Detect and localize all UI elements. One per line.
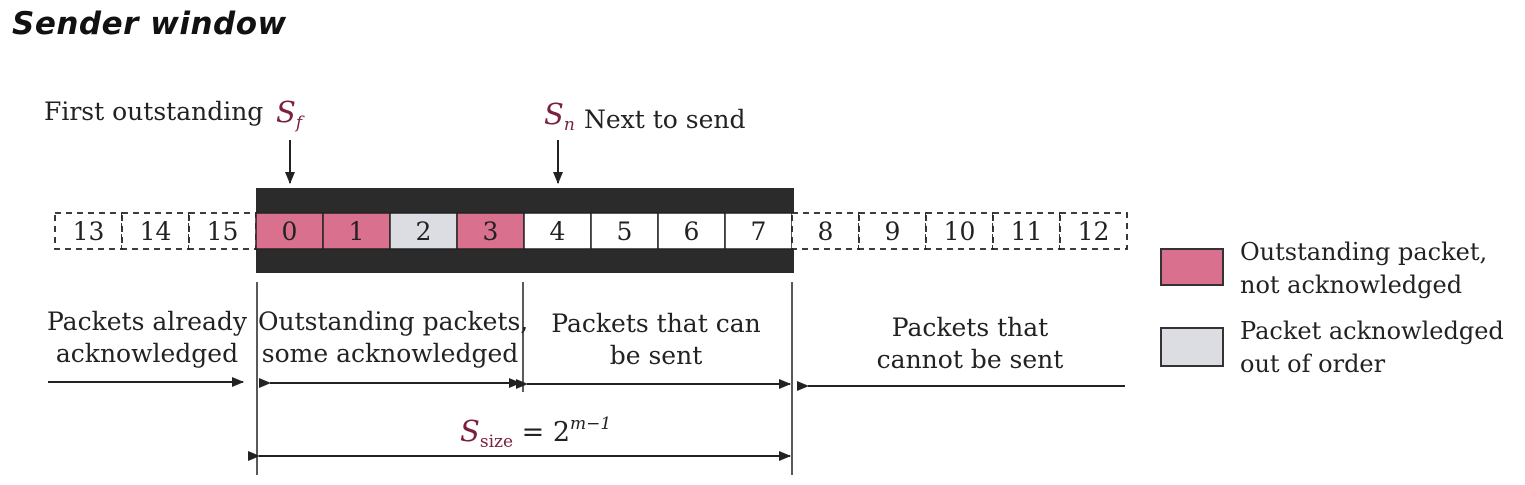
packet-cell-11 bbox=[992, 212, 1061, 250]
packet-number-5: 5 bbox=[617, 217, 633, 246]
legend-swatch-outstanding bbox=[1160, 248, 1224, 286]
packet-cell-10 bbox=[925, 212, 994, 250]
sf-pointer-label: Sf bbox=[276, 95, 303, 133]
packet-number-3: 3 bbox=[483, 217, 499, 246]
packet-cell-13 bbox=[54, 212, 123, 250]
window-size-formula: Ssize = 2m−1 bbox=[460, 414, 612, 452]
packet-number-4: 4 bbox=[550, 217, 566, 246]
packet-number-15: 15 bbox=[207, 217, 239, 246]
sn-pointer-label: Sn bbox=[544, 97, 575, 135]
window-top-bar bbox=[256, 188, 794, 213]
packet-number-6: 6 bbox=[684, 217, 700, 246]
packet-cell-15 bbox=[188, 212, 257, 250]
region-label-outstanding: Outstanding packets,some acknowledged bbox=[258, 307, 529, 368]
packet-number-10: 10 bbox=[944, 217, 976, 246]
window-bottom-bar bbox=[256, 249, 794, 273]
page-title: Sender window bbox=[12, 6, 287, 42]
packet-number-11: 11 bbox=[1011, 217, 1043, 246]
legend-swatch-acked bbox=[1160, 327, 1224, 367]
packet-number-1: 1 bbox=[349, 217, 365, 246]
packet-cell-0 bbox=[255, 212, 324, 250]
packet-cell-12 bbox=[1059, 212, 1128, 250]
packet-number-12: 12 bbox=[1078, 217, 1110, 246]
packet-number-2: 2 bbox=[416, 217, 432, 246]
packet-number-7: 7 bbox=[751, 217, 767, 246]
packet-cell-8 bbox=[791, 212, 860, 250]
packet-cell-5 bbox=[590, 212, 659, 250]
packet-cell-9 bbox=[858, 212, 927, 250]
packet-number-8: 8 bbox=[818, 217, 834, 246]
packet-number-14: 14 bbox=[140, 217, 172, 246]
packet-cell-6 bbox=[657, 212, 726, 250]
first-outstanding-label: First outstanding bbox=[44, 97, 264, 126]
next-to-send-label: Next to send bbox=[584, 105, 746, 134]
packet-number-9: 9 bbox=[885, 217, 901, 246]
packet-number-0: 0 bbox=[282, 217, 298, 246]
packet-cell-14 bbox=[121, 212, 190, 250]
packet-number-13: 13 bbox=[73, 217, 105, 246]
legend-label-outstanding: Outstanding packet,not acknowledged bbox=[1240, 238, 1488, 299]
